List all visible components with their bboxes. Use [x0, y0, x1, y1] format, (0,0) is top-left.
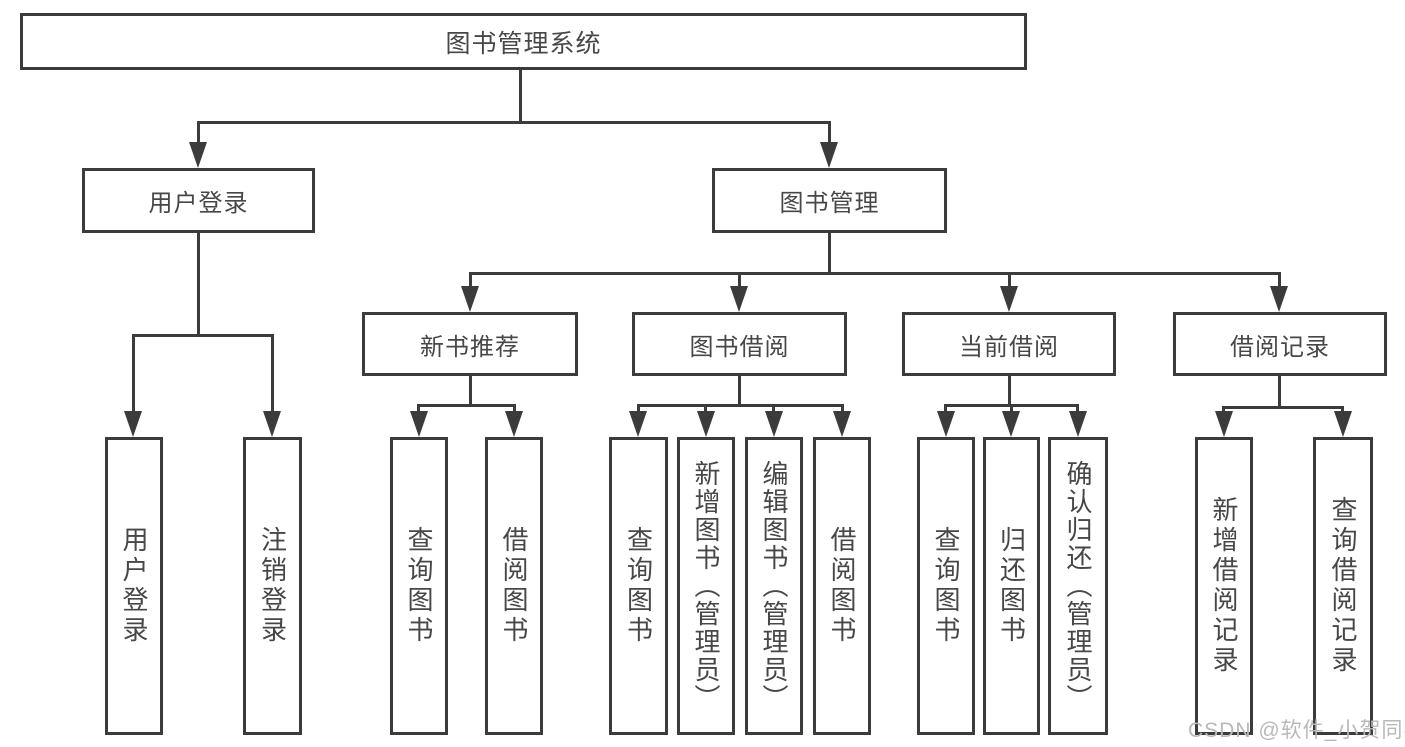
- connector-line: [469, 272, 472, 288]
- connector-line: [1278, 376, 1281, 409]
- arrow-head: [124, 411, 142, 437]
- node-add-books-admin: 新增图书（管理员）: [677, 437, 735, 735]
- node-query-books-3: 查询图书: [917, 437, 975, 735]
- node-user-login: 用户登录: [82, 168, 315, 233]
- arrow-head: [410, 411, 428, 437]
- arrow-head: [1069, 411, 1087, 437]
- connector-line: [197, 121, 831, 124]
- node-book-management: 图书管理: [712, 168, 947, 233]
- arrow-head: [461, 286, 479, 312]
- connector-line: [738, 376, 741, 407]
- connector-line: [1278, 272, 1281, 288]
- connector-line: [772, 404, 775, 413]
- node-borrow-records: 借阅记录: [1173, 312, 1387, 376]
- connector-line: [417, 404, 420, 413]
- connector-line: [1008, 272, 1011, 288]
- arrow-head: [189, 142, 207, 168]
- node-query-books-1: 查询图书: [390, 437, 448, 735]
- connector-line: [828, 121, 831, 145]
- connector-line: [944, 404, 947, 413]
- arrow-head: [629, 411, 647, 437]
- arrow-head: [1334, 411, 1352, 437]
- node-add-borrow-record: 新增借阅记录: [1195, 437, 1253, 735]
- arrow-head: [1215, 411, 1233, 437]
- connector-line: [841, 404, 844, 413]
- connector-line: [132, 334, 274, 337]
- arrow-head: [833, 411, 851, 437]
- node-query-borrow-record: 查询借阅记录: [1313, 437, 1373, 735]
- connector-line: [1008, 376, 1011, 407]
- connector-line: [519, 70, 522, 123]
- connector-line: [828, 233, 831, 275]
- node-current-borrow: 当前借阅: [902, 312, 1116, 376]
- node-return-books: 归还图书: [983, 437, 1040, 735]
- arrow-head: [1270, 286, 1288, 312]
- connector-line: [1010, 404, 1013, 413]
- connector-line: [469, 272, 1281, 275]
- connector-line: [1341, 406, 1344, 413]
- connector-line: [1222, 406, 1344, 409]
- connector-line: [469, 376, 472, 407]
- connector-line: [637, 404, 640, 413]
- arrow-head: [937, 411, 955, 437]
- node-borrow-books-2: 借阅图书: [813, 437, 871, 735]
- connector-line: [704, 404, 707, 413]
- connector-line: [1222, 406, 1225, 413]
- connector-line: [738, 272, 741, 288]
- node-root: 图书管理系统: [20, 13, 1027, 70]
- arrow-head: [820, 142, 838, 168]
- arrow-head: [1002, 411, 1020, 437]
- node-query-books-2: 查询图书: [609, 437, 668, 735]
- connector-line: [513, 404, 516, 413]
- arrow-head: [263, 411, 281, 437]
- arrow-head: [697, 411, 715, 437]
- node-confirm-return-admin: 确认归还（管理员）: [1048, 437, 1108, 735]
- connector-line: [132, 334, 135, 413]
- connector-line: [1076, 404, 1079, 413]
- node-book-borrow: 图书借阅: [632, 312, 847, 376]
- connector-line: [637, 404, 844, 407]
- connector-line: [197, 121, 200, 145]
- node-new-book-recommend: 新书推荐: [362, 312, 578, 376]
- connector-line: [417, 404, 516, 407]
- node-edit-books-admin: 编辑图书（管理员）: [745, 437, 803, 735]
- arrow-head: [765, 411, 783, 437]
- arrow-head: [505, 411, 523, 437]
- node-logout: 注销登录: [243, 437, 302, 735]
- arrow-head: [1000, 286, 1018, 312]
- csdn-watermark: CSDN @软件_小贺同学: [1188, 719, 1405, 742]
- connector-line: [197, 233, 200, 337]
- node-user-login-leaf: 用户登录: [105, 437, 163, 735]
- arrow-head: [730, 286, 748, 312]
- node-borrow-books-1: 借阅图书: [485, 437, 543, 735]
- connector-line: [271, 334, 274, 413]
